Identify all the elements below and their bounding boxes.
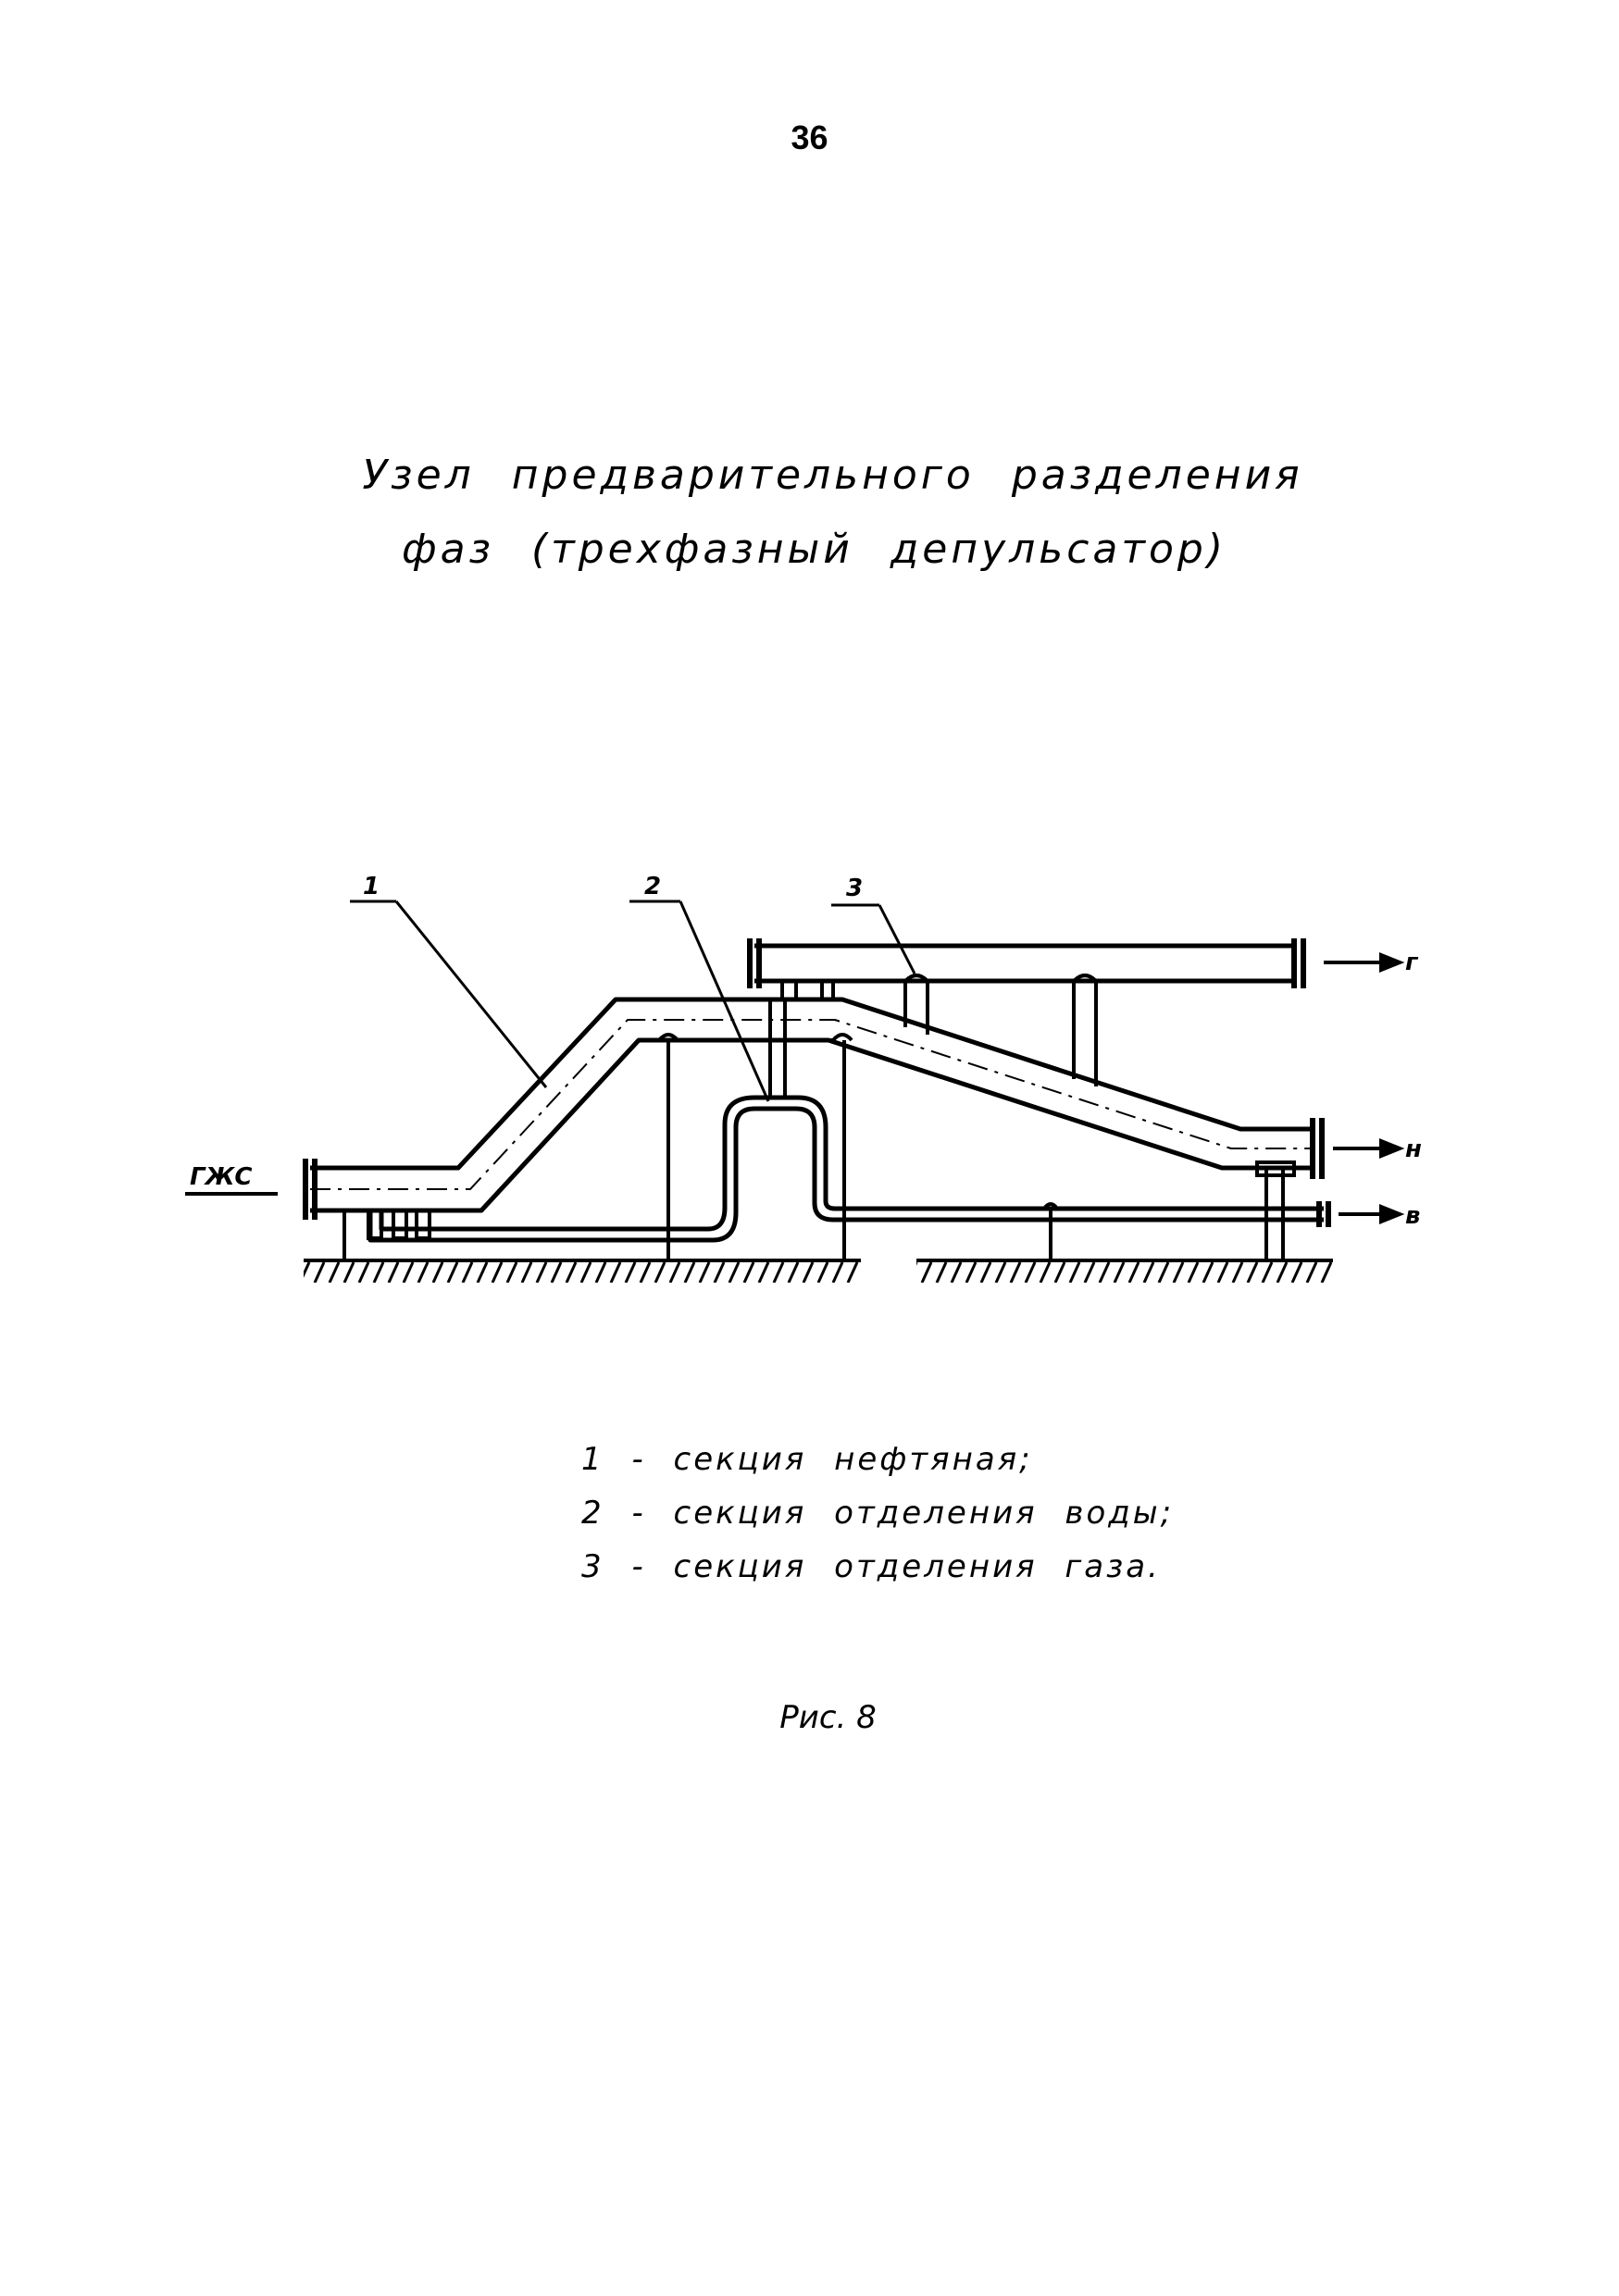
oil-outlet-label: н (1405, 1136, 1422, 1163)
inlet-flange (303, 1159, 318, 1220)
title-line-1: Узел предварительного разделения (362, 452, 1303, 499)
title-line-2: фаз (трехфазный депульсатор) (401, 526, 1227, 573)
inlet-label: ГЖС (190, 1163, 252, 1191)
callout-3: 3 (846, 875, 863, 902)
gas-outlet-label: г (1405, 949, 1419, 976)
drain-nozzles (367, 1209, 431, 1240)
gas-section-pipe (747, 938, 1306, 988)
page-number: 36 (791, 118, 828, 156)
callout-leaders (350, 900, 916, 1102)
outlet-arrows (185, 952, 1405, 1224)
callout-2: 2 (644, 873, 661, 900)
gas-risers (780, 974, 1098, 1086)
oil-outlet-flange (1310, 1118, 1325, 1179)
callout-1: 1 (363, 873, 380, 900)
ground (304, 1259, 1333, 1283)
water-outlet-label: в (1405, 1202, 1420, 1230)
legend-item: 1 - секция нефтяная; (581, 1441, 1033, 1478)
water-section-pipe (367, 1095, 1331, 1243)
legend-item: 3 - секция отделения газа. (581, 1548, 1161, 1585)
legend-item: 2 - секция отделения воды; (581, 1495, 1175, 1532)
supports (342, 999, 1296, 1260)
legend: 1 - секция нефтяная; 2 - секция отделени… (581, 1433, 1174, 1594)
figure-caption: Рис. 8 (779, 1699, 877, 1736)
